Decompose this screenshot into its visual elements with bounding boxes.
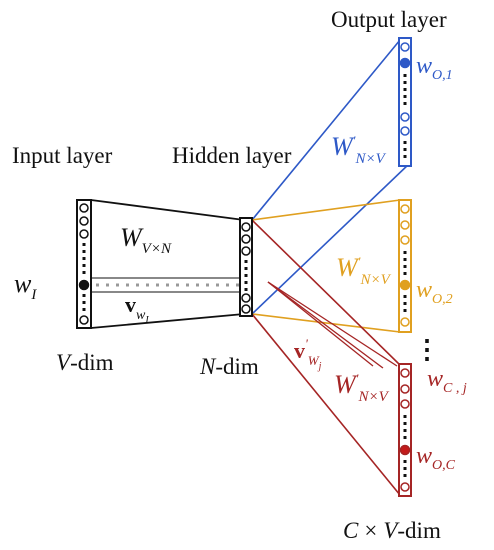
- output-2-neuron-active: [399, 279, 411, 291]
- input-neuron-active: [78, 279, 90, 291]
- hidden-layer-box: [239, 217, 253, 317]
- hidden-layer-label: Hidden layer: [172, 143, 292, 168]
- output-2-neuron: [400, 317, 410, 327]
- output-layer-2-box: [398, 199, 412, 333]
- output-layer-C-box: [398, 363, 412, 497]
- output-C-neuron-active: [399, 444, 411, 456]
- w-nxv-blue-label: W'N×V: [331, 132, 387, 167]
- output-C-neuron: [400, 482, 410, 492]
- w-o2-label: wO,2: [416, 277, 453, 307]
- output-C-neuron: [400, 399, 410, 409]
- w-nxv-orange-label: W'N×V: [336, 253, 392, 288]
- hidden-outputC-connections: [251, 219, 401, 496]
- output-2-neuron: [400, 204, 410, 214]
- hidden-neuron: [241, 234, 251, 244]
- output-2-neuron: [400, 235, 410, 245]
- output-1-neuron: [400, 126, 410, 136]
- hidden-neuron: [241, 293, 251, 303]
- output-C-neuron: [400, 384, 410, 394]
- w-cj-label: wC , j: [427, 366, 467, 396]
- cxv-dim-label: C×V-dim: [343, 518, 441, 543]
- n-dim-label: N-dim: [199, 354, 259, 379]
- hidden-neuron: [241, 246, 251, 256]
- v-wi-label: vwI: [125, 292, 149, 326]
- input-neuron: [79, 229, 89, 239]
- output-1-neuron: [400, 112, 410, 122]
- hidden-neuron: [241, 222, 251, 232]
- output-layer-label: Output layer: [331, 7, 447, 32]
- output-layer-1-box: [398, 37, 412, 167]
- v-dim-label: V-dim: [56, 350, 114, 375]
- w-vxn-label: WV×N: [120, 223, 172, 257]
- v-wj-label: v'Wj: [294, 336, 322, 372]
- output-C-neuron: [400, 368, 410, 378]
- w-oc-label: wO,C: [416, 443, 456, 473]
- input-neuron: [79, 203, 89, 213]
- w-nxv-red-label: W'N×V: [334, 370, 390, 405]
- hidden-output2-connections: [251, 199, 401, 333]
- input-hidden-trapezoid: [90, 199, 245, 329]
- v-wj-vector-lines: [267, 281, 398, 369]
- w-i-label: wI: [14, 269, 37, 303]
- ellipsis-vertical: ⋮: [414, 335, 440, 364]
- input-neuron: [79, 315, 89, 325]
- output-1-neuron: [400, 42, 410, 52]
- input-layer-box: [76, 199, 92, 329]
- output-2-neuron: [400, 220, 410, 230]
- w-o1-label: wO,1: [416, 53, 453, 83]
- v-wi-dotted-row: [92, 277, 240, 293]
- input-neuron: [79, 216, 89, 226]
- hidden-neuron: [241, 304, 251, 314]
- output-1-neuron-active: [399, 57, 411, 69]
- input-layer-label: Input layer: [12, 143, 113, 168]
